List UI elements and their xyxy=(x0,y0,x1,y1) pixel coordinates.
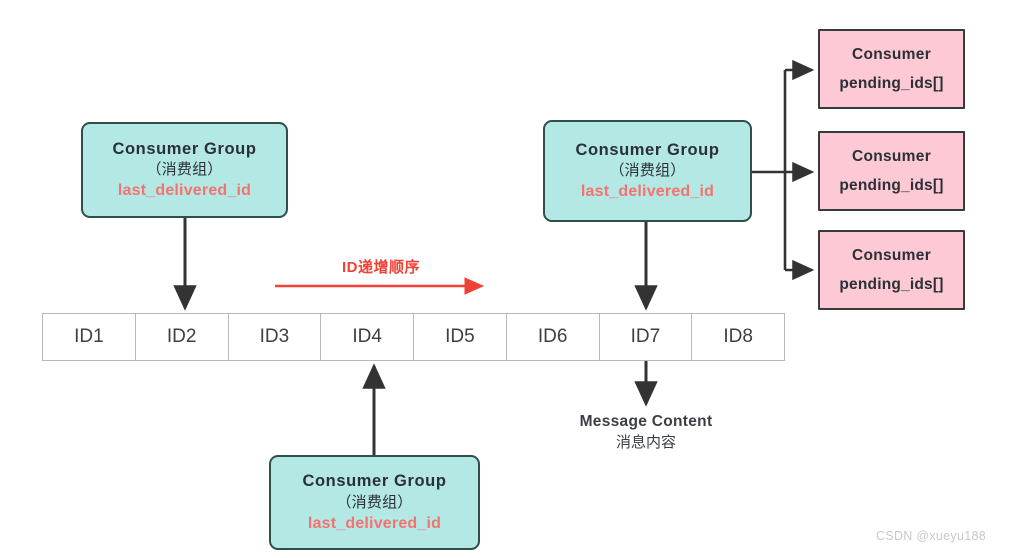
watermark: CSDN @xueyu188 xyxy=(876,529,986,543)
stream-id-strip: ID1 ID2 ID3 ID4 ID5 ID6 ID7 ID8 xyxy=(42,313,785,361)
stream-cell-id4[interactable]: ID4 xyxy=(321,314,414,360)
message-content-label: Message Content 消息内容 xyxy=(546,412,746,453)
consumer-group-left-field: last_delivered_id xyxy=(117,182,252,200)
id-order-label: ID递增顺序 xyxy=(341,259,420,276)
arrow-group-to-consumers-trunk xyxy=(752,70,787,270)
message-content-label-en: Message Content xyxy=(579,413,713,430)
consumer-box-3[interactable]: Consumer pending_ids[] xyxy=(818,230,965,310)
message-content-label-cn: 消息内容 xyxy=(615,433,676,451)
consumer-group-right-subtitle: （消费组） xyxy=(609,162,686,180)
consumer-2-title: Consumer xyxy=(851,147,932,165)
consumer-box-2[interactable]: Consumer pending_ids[] xyxy=(818,131,965,211)
consumer-1-field: pending_ids[] xyxy=(839,74,944,92)
consumer-group-left[interactable]: Consumer Group （消费组） last_delivered_id xyxy=(81,122,288,218)
stream-cell-id7[interactable]: ID7 xyxy=(599,314,693,360)
stream-cell-id5[interactable]: ID5 xyxy=(414,314,507,360)
stream-cell-id3[interactable]: ID3 xyxy=(228,314,322,360)
consumer-group-left-title: Consumer Group xyxy=(112,139,257,158)
consumer-group-right-title: Consumer Group xyxy=(575,140,720,159)
consumer-group-right[interactable]: Consumer Group （消费组） last_delivered_id xyxy=(543,120,752,222)
consumer-box-1[interactable]: Consumer pending_ids[] xyxy=(818,29,965,109)
stream-cell-id1[interactable]: ID1 xyxy=(43,314,136,360)
consumer-group-bottom[interactable]: Consumer Group （消费组） last_delivered_id xyxy=(269,455,480,550)
consumer-group-left-subtitle: （消费组） xyxy=(146,161,223,179)
consumer-group-bottom-field: last_delivered_id xyxy=(307,514,442,532)
stream-cell-id8[interactable]: ID8 xyxy=(692,314,784,360)
consumer-1-title: Consumer xyxy=(851,45,932,63)
consumer-group-bottom-subtitle: （消费组） xyxy=(336,493,413,511)
consumer-3-title: Consumer xyxy=(851,246,932,264)
consumer-group-bottom-title: Consumer Group xyxy=(302,472,447,491)
stream-cell-id6[interactable]: ID6 xyxy=(506,314,600,360)
consumer-2-field: pending_ids[] xyxy=(839,176,944,194)
stream-cell-id2[interactable]: ID2 xyxy=(135,314,229,360)
consumer-3-field: pending_ids[] xyxy=(839,275,944,293)
consumer-group-right-field: last_delivered_id xyxy=(580,183,715,201)
